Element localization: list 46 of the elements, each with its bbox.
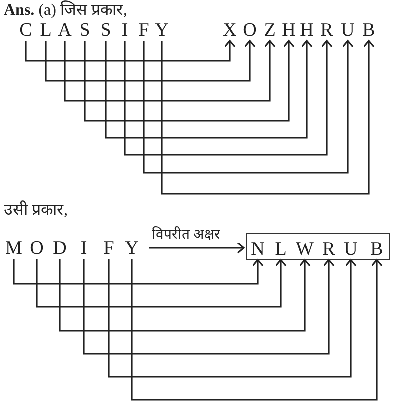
letter: C	[17, 22, 35, 40]
letter: F	[135, 22, 153, 40]
arrow	[149, 242, 245, 254]
letter: L	[272, 241, 290, 259]
letter: R	[318, 22, 336, 40]
letter: L	[37, 22, 55, 40]
letter: U	[342, 241, 360, 259]
connector-arrow	[124, 40, 333, 156]
connector-arrow	[25, 40, 236, 62]
heading-text: उसी प्रकार,	[4, 201, 68, 221]
letter: F	[100, 240, 118, 258]
connector-arrow	[45, 40, 256, 82]
letter: N	[249, 241, 267, 259]
connector-arrow	[83, 259, 335, 355]
heading-text: Ans. (a) जिस प्रकार,	[4, 1, 128, 21]
connector-arrow	[59, 259, 311, 332]
letter: S	[76, 22, 94, 40]
letter: Z	[261, 22, 279, 40]
letter: S	[97, 22, 115, 40]
letter: R	[320, 241, 338, 259]
letter: A	[56, 22, 74, 40]
letter: B	[360, 22, 378, 40]
letter: O	[28, 240, 46, 258]
connector-arrow	[84, 40, 295, 122]
connector-arrow	[105, 40, 313, 139]
answer-box	[246, 233, 390, 260]
letter: X	[221, 22, 239, 40]
letter: D	[51, 240, 69, 258]
letter: H	[298, 22, 316, 40]
connector-arrow	[64, 40, 276, 102]
letter: Y	[153, 22, 171, 40]
letter: B	[368, 241, 386, 259]
connector-arrow	[13, 259, 264, 285]
letter: I	[116, 22, 134, 40]
connector-arrow	[161, 40, 375, 195]
letter: M	[5, 240, 23, 258]
connector-arrow	[131, 259, 383, 401]
letter: H	[280, 22, 298, 40]
connector-arrow	[143, 40, 354, 174]
connector-arrow	[108, 259, 357, 378]
letter: O	[241, 22, 259, 40]
letter: I	[75, 240, 93, 258]
letter: U	[339, 22, 357, 40]
letter: W	[296, 241, 314, 259]
connector-arrow	[36, 259, 287, 308]
letter: Y	[123, 240, 141, 258]
